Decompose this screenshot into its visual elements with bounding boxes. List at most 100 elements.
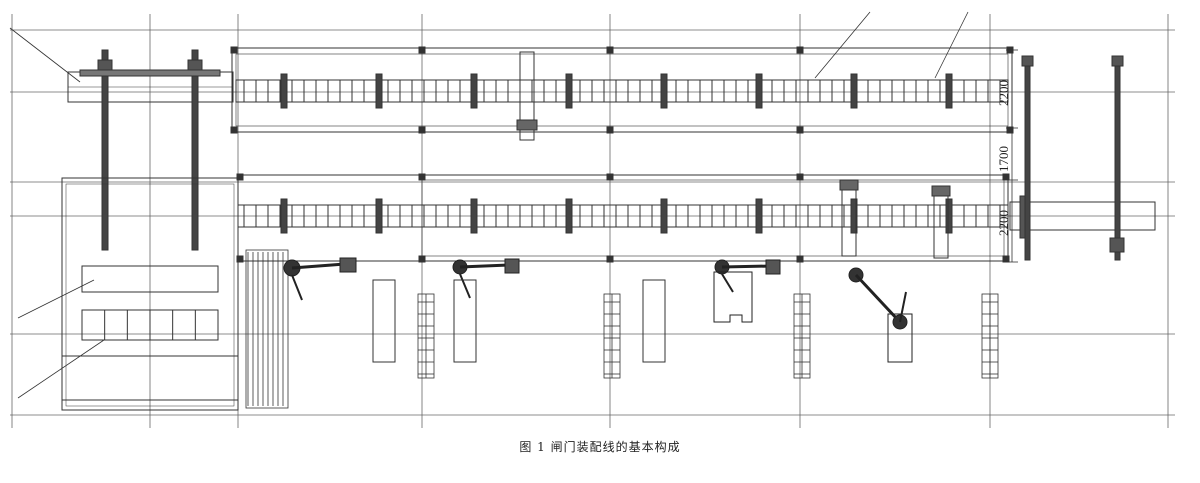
exit-column-2 [1114,59,1121,261]
support-post [796,126,804,134]
roller-bracket [375,73,383,109]
upper-left-transfer-station [67,49,234,251]
support-post [230,126,238,134]
roller-bracket [660,198,668,234]
roller-bracket [850,73,858,109]
support-post [606,46,614,54]
leader-1 [9,27,81,83]
robot-station-2 [452,258,520,299]
robot-2-arm [459,263,511,269]
support-post [796,255,804,263]
exit-column-cap-2 [1111,55,1124,67]
robot-station-1 [283,257,357,301]
leader-2 [814,11,871,79]
dim-label-lower-width: 2200 [996,210,1011,236]
robot-4-arm [854,273,900,322]
support-post [418,126,426,134]
figure-caption: 图 1 闸门装配线的基本构成 [519,440,681,454]
transfer-column-left [101,49,109,251]
support-post [236,255,244,263]
support-post [606,173,614,181]
leader-lines [9,11,969,399]
upper-roller-set [243,73,1001,109]
roller-bracket [945,198,953,234]
roller-bracket [565,198,573,234]
exit-column-1 [1024,59,1031,261]
transfer-column-right [191,49,199,251]
support-post [1006,126,1014,134]
robot-3-cell [713,271,753,323]
stacked-rail-rack [245,249,289,409]
lower-line-inner-frame [421,179,1005,257]
support-post [796,173,804,181]
robot-2-cable [459,273,471,299]
upper-roller-bed [235,79,1009,103]
support-post [230,46,238,54]
support-post [606,126,614,134]
roller-bracket [280,198,288,234]
roller-bracket [850,198,858,234]
robot-3-cable [721,273,734,293]
carriage-body [519,51,535,141]
gantry-1-head [839,179,859,191]
robot-2-gripper [504,258,520,274]
upper-line-frame [231,47,1013,133]
support-post [418,255,426,263]
lower-conveyor-line [236,173,1010,263]
assembly-line-layout-drawing: 2200 1700 2200 [9,11,1175,428]
work-table-2 [453,279,477,363]
carriage-head [516,119,538,131]
robot-4-cell [887,313,913,363]
support-post [236,173,244,181]
storage-inner-frame [65,183,235,407]
rack-frame [245,249,289,409]
lower-roller-set [243,198,1001,234]
lower-gantries [839,179,951,259]
robot-station-4 [848,267,913,363]
exit-base-1 [1109,237,1125,253]
left-storage-area [61,177,239,411]
transfer-crossbeam [79,69,221,77]
roller-bracket [375,198,383,234]
support-post [796,46,804,54]
robot-4-link [899,291,907,323]
dimension-annotations [1006,49,1018,263]
storage-frame [61,177,239,411]
lower-support-posts [236,173,1010,263]
construction-grid [10,14,1175,428]
roller-bracket [755,198,763,234]
robot-3-gripper [765,259,781,275]
upper-support-posts [230,46,1014,134]
dim-label-upper-width: 2200 [996,80,1011,106]
roller-bracket [565,73,573,109]
leader-4 [17,279,95,319]
roller-bracket [470,198,478,234]
leader-3 [934,11,969,79]
work-tables [372,279,666,363]
support-post [418,173,426,181]
storage-bin-dividers [104,310,196,340]
exit-column-cap-1 [1021,55,1034,67]
vertical-rack-stations [417,293,999,379]
robot-3-arm [721,264,773,269]
roller-bracket [470,73,478,109]
roller-bracket [660,73,668,109]
upper-cross-carriage [516,51,538,141]
work-table-1 [372,279,396,363]
gantry-2-head [931,185,951,197]
roller-bracket [755,73,763,109]
dim-label-line-spacing: 1700 [996,146,1011,172]
lower-right-transfer-station [1009,55,1156,261]
support-post [606,255,614,263]
upper-conveyor-line [230,46,1014,134]
support-post [418,46,426,54]
storage-table-upper [81,265,219,293]
leader-5 [17,339,105,399]
roller-bracket [280,73,288,109]
work-table-3 [642,279,666,363]
robot-1-arm [291,262,346,270]
exit-transfer-bed [1009,201,1156,231]
support-post [1002,255,1010,263]
robot-station-3 [713,259,781,323]
robot-1-cable [291,274,303,301]
